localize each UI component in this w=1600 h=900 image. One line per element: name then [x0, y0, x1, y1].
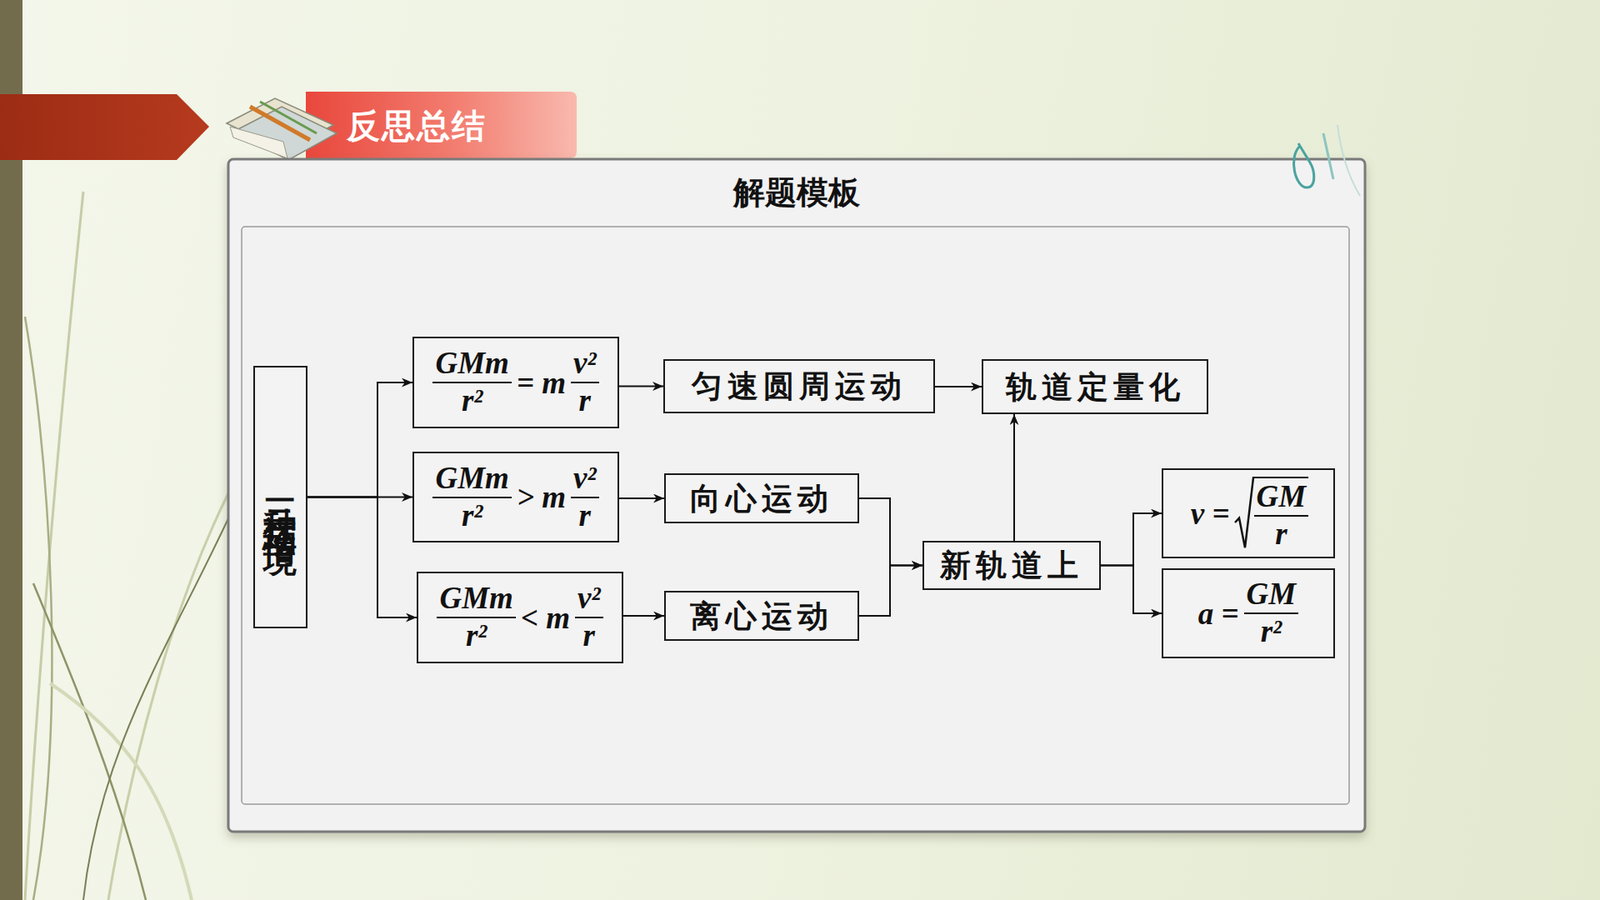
flow-arrow — [619, 385, 664, 388]
flow-arrow — [859, 565, 923, 617]
outer-panel — [228, 159, 1365, 832]
fraction: GMr² — [1244, 578, 1300, 649]
badge-tab — [305, 91, 577, 159]
formula-term: v² — [575, 582, 604, 619]
formula-box: a =GMr² — [1161, 568, 1335, 659]
fraction: GMmr² — [432, 462, 511, 533]
condition-box: GMmr²= mv²r — [412, 336, 620, 429]
formula-term: r² — [465, 618, 488, 653]
box-label: 轨道定量化 — [1005, 371, 1185, 403]
fraction: v²r — [570, 347, 600, 418]
result-box: 轨道定量化 — [981, 359, 1209, 415]
state-box: 新轨道上 — [922, 540, 1101, 590]
flow-arrow — [1100, 565, 1162, 615]
formula-term: v = — [1190, 498, 1230, 530]
flow-arrow — [307, 497, 417, 619]
section-badge-text: 反思总结 — [346, 109, 487, 143]
radical-sign — [1234, 476, 1255, 551]
flow-arrow — [307, 496, 413, 499]
square-root: GMr — [1234, 476, 1310, 551]
flow-arrow — [1013, 414, 1015, 541]
formula-term: r² — [461, 498, 484, 533]
flow-arrow — [619, 497, 665, 500]
formula-term: r² — [1260, 614, 1283, 649]
motion-box: 离心运动 — [664, 590, 860, 641]
decorative-curves — [25, 191, 230, 900]
box-label: 离心运动 — [690, 600, 834, 632]
formula-term: v² — [570, 347, 600, 384]
scenario-box: 三种运动情境 — [253, 365, 308, 629]
formula-term: r — [583, 618, 595, 653]
box-label: 新轨道上 — [940, 550, 1084, 581]
formula-term: r — [579, 383, 591, 418]
formula-term: GMm — [432, 462, 511, 499]
flow-arrow — [859, 498, 923, 566]
formula-term: > m — [516, 481, 566, 513]
paperclip — [1293, 125, 1360, 196]
fraction: GMmr² — [436, 582, 515, 653]
flow-arrow — [935, 385, 982, 388]
condition-box: GMmr²> mv²r — [412, 451, 620, 543]
formula-term: a = — [1198, 598, 1240, 630]
motion-box: 向心运动 — [664, 473, 860, 524]
fraction: GMmr² — [432, 347, 511, 418]
box-label: 匀速圆周运动 — [691, 370, 907, 402]
badge-arrow — [0, 94, 210, 160]
formula-term: GM — [1244, 578, 1300, 615]
book-icon — [226, 98, 337, 160]
formula-term: GM — [1254, 480, 1310, 517]
fraction: v²r — [575, 582, 604, 653]
inner-panel — [241, 226, 1350, 805]
formula-box: v = GMr — [1161, 468, 1335, 559]
formula-term: r² — [461, 383, 484, 418]
flow-arrow — [307, 382, 413, 498]
motion-box: 匀速圆周运动 — [663, 359, 935, 414]
diagram-title: 解题模板 — [228, 176, 1365, 209]
condition-box: GMmr²< mv²r — [416, 571, 624, 664]
flow-arrow — [623, 615, 665, 617]
box-label: 三种运动情境 — [264, 472, 298, 523]
fraction: v²r — [570, 462, 600, 533]
fraction: GMr — [1254, 476, 1310, 551]
formula-term: r — [1275, 516, 1287, 551]
formula-term: r — [579, 498, 591, 533]
box-label: 向心运动 — [690, 483, 834, 515]
formula-term: GMm — [432, 347, 511, 384]
formula-term: < m — [520, 602, 570, 634]
flow-arrow — [1100, 513, 1162, 566]
formula-term: = m — [516, 367, 566, 399]
formula-term: GMm — [436, 582, 515, 619]
formula-term: v² — [570, 462, 600, 499]
